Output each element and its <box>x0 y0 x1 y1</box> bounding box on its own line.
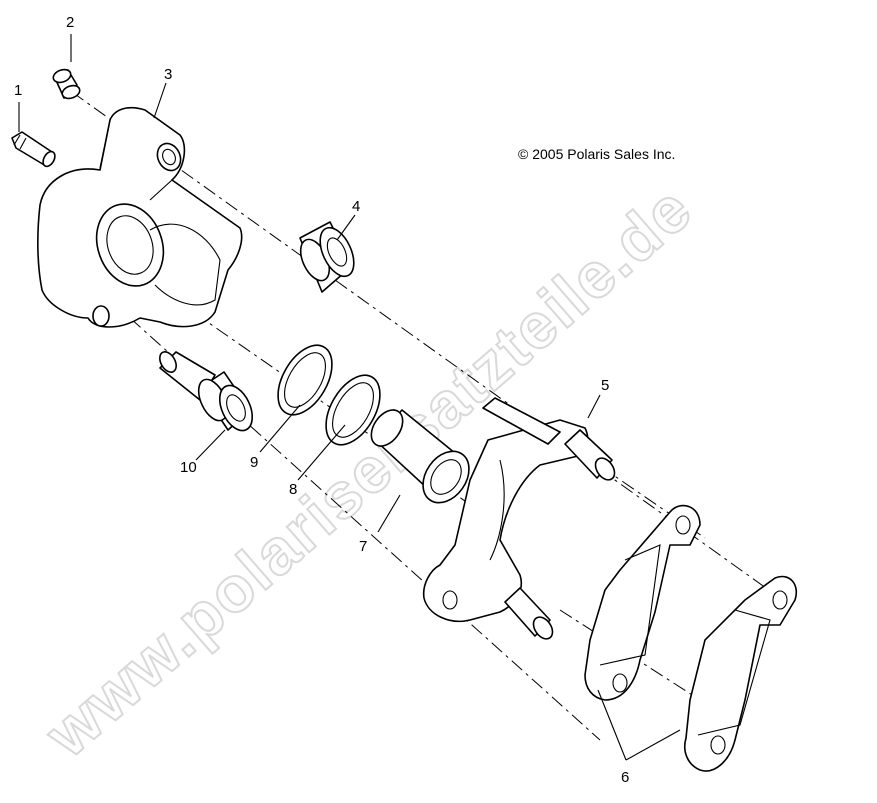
callout-8: 8 <box>289 481 297 498</box>
dust-seal-part <box>325 374 381 446</box>
caliper-body-part <box>37 106 243 328</box>
callout-2: 2 <box>66 14 74 31</box>
callout-1: 1 <box>14 82 22 99</box>
piston-seal-part <box>277 344 333 416</box>
callout-7: 7 <box>359 538 367 555</box>
brake-pads-part <box>584 504 797 772</box>
callout-5: 5 <box>601 377 609 394</box>
callout-3: 3 <box>164 66 172 83</box>
bleeder-cap-part <box>52 68 81 100</box>
callout-4: 4 <box>352 198 360 215</box>
callout-labels: 1 2 3 4 5 6 7 8 9 10 <box>14 14 629 786</box>
slide-pin-part <box>159 351 254 432</box>
callout-9: 9 <box>250 454 258 471</box>
piston-part <box>370 409 470 504</box>
copyright-text: © 2005 Polaris Sales Inc. <box>518 146 675 162</box>
callout-6: 6 <box>621 769 629 786</box>
pin-boot-part <box>299 221 355 293</box>
caliper-bracket-part <box>422 397 616 640</box>
bleeder-screw-part <box>11 131 56 168</box>
callout-10: 10 <box>180 459 197 476</box>
leader-lines <box>18 34 681 761</box>
